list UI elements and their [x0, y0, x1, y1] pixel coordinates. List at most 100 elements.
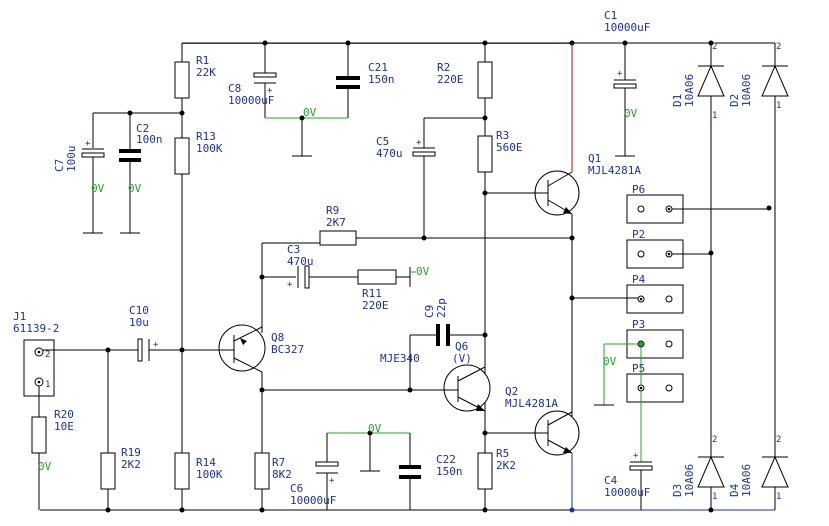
p3-label: P3	[632, 318, 645, 331]
connector-p5: P5	[626, 362, 684, 403]
q8-ref: Q8	[271, 331, 284, 344]
c3-value: 470u	[287, 255, 314, 268]
r9-resistor: R9 2K7	[262, 204, 572, 246]
q6-value: MJE340	[380, 352, 420, 365]
c1-capacitor: + C1 10000uF 0V	[604, 9, 650, 157]
c10-ref: C10	[129, 304, 149, 317]
c8-ground-label: 0V	[303, 106, 317, 119]
r2-value: 220E	[437, 73, 464, 86]
d2-value: 10A06	[740, 74, 753, 107]
p4-label: P4	[632, 273, 646, 286]
c6-c22-decoupling: + C6 10000uF C22 150n 0V	[290, 422, 463, 510]
r3-ref: R3	[496, 129, 509, 142]
connector-p2: P2	[626, 228, 711, 269]
c22-ref: C22	[436, 453, 456, 466]
d1-ref: D1	[671, 94, 684, 107]
c6-ground-label: 0V	[368, 422, 382, 435]
r20-ground-label: 0V	[38, 460, 52, 473]
c8-c21-decoupling: + C8 10000uF C21 150n 0V	[228, 43, 395, 157]
svg-text:+: +	[85, 139, 91, 149]
r19-value: 2K2	[121, 458, 141, 471]
r9-ref: R9	[326, 204, 339, 217]
d3-value: 10A06	[683, 464, 696, 497]
speaker-ground-net: 0V	[594, 341, 644, 462]
svg-text:+: +	[329, 476, 335, 486]
r2-resistor: R2 220E	[437, 43, 493, 136]
r1-ref: R1	[196, 54, 209, 67]
svg-text:+: +	[633, 451, 639, 461]
c4-value: 10000uF	[604, 486, 650, 499]
d4-pin1: 1	[776, 492, 781, 502]
c22-value: 150n	[436, 465, 463, 478]
r7-ref: R7	[272, 456, 285, 469]
c3-capacitor: + C3 470u	[259, 243, 358, 333]
j1-value: 61139-2	[13, 322, 59, 335]
c4-capacitor: + C4 10000uF	[604, 451, 653, 510]
c5-ref: C5	[376, 135, 389, 148]
c8-value: 10000uF	[228, 94, 274, 107]
r20-value: 10E	[54, 420, 74, 433]
q6-note: (V)	[452, 352, 472, 365]
c2-ref: C2	[136, 122, 149, 135]
r20-ref: R20	[54, 408, 74, 421]
r1-value: 22K	[196, 66, 216, 79]
connector-p3: P3	[626, 318, 684, 359]
c21-value: 150n	[368, 73, 395, 86]
r9-value: 2K7	[326, 216, 346, 229]
d3-ref: D3	[671, 484, 684, 497]
q1-transistor: Q1 MJL4281A	[485, 43, 641, 418]
d4-diode: 2 1 D4 10A06	[728, 435, 789, 510]
d3-pin2: 2	[712, 435, 717, 445]
d1-value: 10A06	[683, 74, 696, 107]
d3-diode: 2 1 D3 10A06	[671, 435, 725, 510]
c7-c2-decoupling: + C7 100u C2 100n 0V 0V	[53, 110, 185, 234]
c1-ground-label: 0V	[624, 107, 638, 120]
d2-pin1: 1	[776, 101, 781, 111]
r5-resistor: R5 2K2	[477, 447, 516, 510]
c8-ref: C8	[228, 82, 241, 95]
r11-ref: R11	[362, 287, 382, 300]
q2-transistor: Q2 MJL4281A	[485, 385, 580, 510]
svg-text:+: +	[617, 69, 623, 79]
r7-value: 8K2	[272, 468, 292, 481]
q8-transistor: Q8 BC327	[160, 324, 304, 453]
c6-value: 10000uF	[290, 494, 336, 507]
r14-resistor: R14 100K	[174, 452, 223, 510]
d4-pin2: 2	[776, 435, 781, 445]
c9-value: 22p	[435, 298, 448, 318]
p6-label: P6	[632, 183, 645, 196]
positive-rail	[182, 40, 775, 46]
d1-diode: 2 1 D1 10A06	[671, 42, 725, 457]
connector-p4: P4	[572, 273, 684, 314]
c7-ground-label: 0V	[91, 182, 105, 195]
j1-ref: J1	[13, 310, 26, 323]
p5-label: P5	[632, 362, 645, 375]
c5-value: 470u	[376, 147, 403, 160]
svg-text:+: +	[287, 280, 293, 290]
c5-capacitor: + C5 470u	[376, 117, 485, 241]
svg-text:+: +	[153, 340, 159, 350]
c6-ref: C6	[290, 482, 303, 495]
r2-ref: R2	[437, 61, 450, 74]
d3-pin1: 1	[712, 492, 717, 502]
c10-capacitor: + C10 10u	[108, 304, 160, 362]
q1-value: MJL4281A	[588, 164, 641, 177]
svg-text:2: 2	[45, 350, 50, 360]
c1-ref: C1	[604, 9, 617, 22]
c10-value: 10u	[129, 316, 149, 329]
c7-ref: C7	[53, 159, 66, 172]
c9-ref: C9	[423, 305, 436, 318]
r13-ref: R13	[196, 130, 216, 143]
r19-ref: R19	[121, 446, 141, 459]
q1-ref: Q1	[588, 152, 601, 165]
svg-text:+: +	[416, 138, 422, 148]
r20-resistor: R20 10E 0V	[31, 408, 74, 510]
c21-ref: C21	[368, 61, 388, 74]
d4-value: 10A06	[740, 464, 753, 497]
r5-ref: R5	[496, 447, 509, 460]
q2-value: MJL4281A	[505, 397, 558, 410]
r3-value: 560E	[496, 141, 523, 154]
p2-label: P2	[632, 228, 645, 241]
svg-text:1: 1	[45, 380, 50, 390]
